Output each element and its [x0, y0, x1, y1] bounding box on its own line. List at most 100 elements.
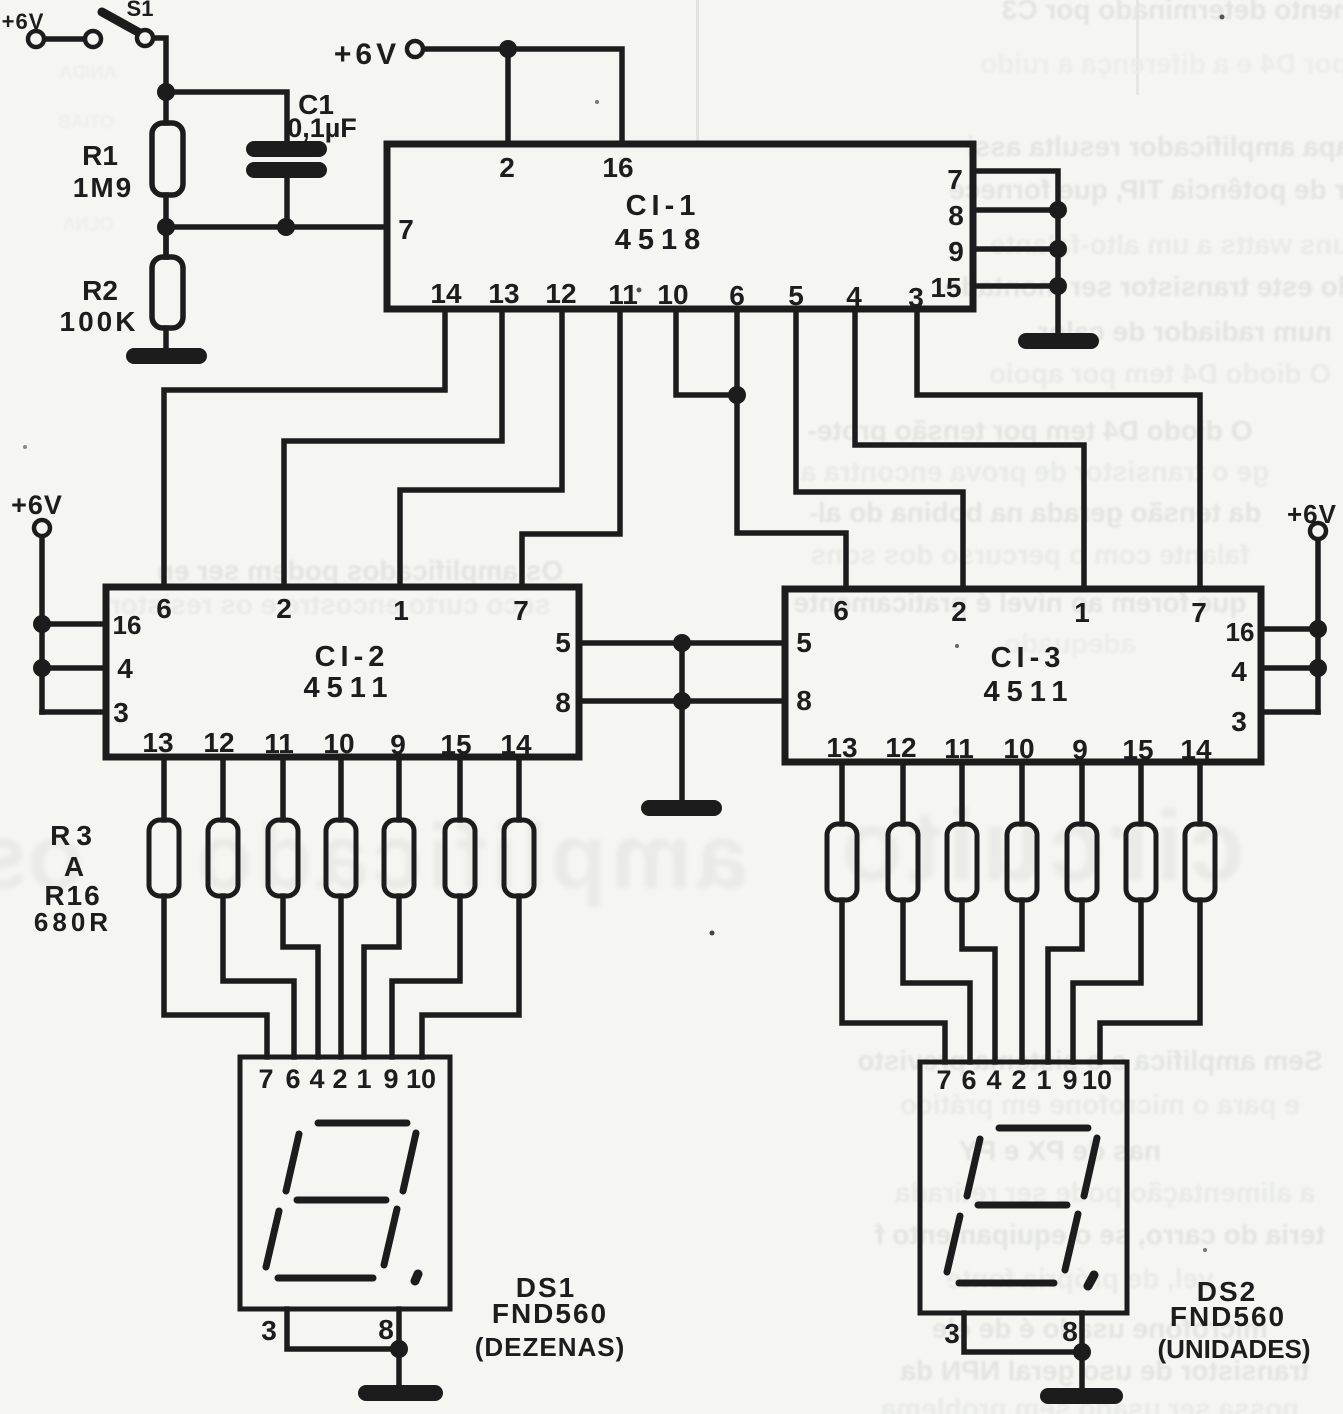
svg-text:15: 15 — [1122, 734, 1153, 765]
svg-text:alguns watts a um alto-fal: alguns watts a um alto-falante — [990, 229, 1343, 260]
svg-text:+6V: +6V — [11, 490, 63, 520]
svg-text:microfone usado é de ele: microfone usado é de ele — [932, 1313, 1268, 1344]
svg-text:R16: R16 — [44, 880, 101, 911]
svg-text:transistor de uso geral NP: transistor de uso geral NPN da — [900, 1355, 1310, 1386]
svg-text:vel, de própria fonte: vel, de própria fonte — [946, 1263, 1214, 1294]
svg-text:8: 8 — [948, 200, 964, 231]
svg-text:5: 5 — [788, 280, 804, 311]
svg-text:2: 2 — [1011, 1065, 1026, 1095]
svg-text:3: 3 — [944, 1318, 960, 1349]
svg-text:R3: R3 — [50, 820, 98, 851]
svg-text:6: 6 — [833, 595, 849, 626]
svg-text:+6V: +6V — [2, 9, 45, 34]
svg-text:1: 1 — [1074, 597, 1090, 628]
svg-text:7: 7 — [936, 1065, 951, 1095]
svg-text:12: 12 — [203, 727, 234, 758]
svg-text:ANIDA: ANIDA — [60, 62, 117, 82]
svg-text:adequado: adequado — [1004, 628, 1136, 659]
svg-text:os: os — [0, 806, 84, 908]
svg-text:9: 9 — [1072, 734, 1088, 765]
svg-text:7: 7 — [398, 214, 414, 245]
svg-text:2: 2 — [332, 1064, 347, 1094]
svg-text:3: 3 — [908, 282, 924, 313]
svg-text:10: 10 — [1082, 1065, 1112, 1095]
svg-text:4: 4 — [117, 653, 133, 684]
svg-text:2: 2 — [951, 596, 967, 627]
svg-text:11: 11 — [608, 279, 638, 310]
svg-text:8: 8 — [1062, 1316, 1078, 1347]
svg-text:R2: R2 — [82, 275, 118, 306]
svg-text:9: 9 — [948, 236, 964, 267]
svg-text:7: 7 — [1191, 597, 1207, 628]
svg-text:4511: 4511 — [984, 676, 1075, 708]
svg-text:FND560: FND560 — [1170, 1301, 1286, 1332]
svg-text:2: 2 — [499, 152, 515, 183]
svg-text:10: 10 — [406, 1064, 436, 1094]
svg-text:CI-3: CI-3 — [991, 642, 1066, 674]
svg-text:16: 16 — [1226, 617, 1255, 647]
svg-text:seco curto encostre e os: seco curto encostre e os resistor — [110, 589, 551, 620]
svg-text:16: 16 — [602, 152, 633, 183]
svg-text:11: 11 — [264, 728, 294, 759]
svg-text:CI-1: CI-1 — [626, 190, 701, 222]
svg-text:+6V: +6V — [334, 38, 400, 71]
svg-text:(DEZENAS): (DEZENAS) — [475, 1332, 626, 1362]
svg-text:FND560: FND560 — [492, 1298, 608, 1329]
svg-text:9: 9 — [383, 1064, 398, 1094]
svg-text:5: 5 — [796, 627, 812, 658]
svg-text:15: 15 — [930, 272, 961, 303]
svg-text:10: 10 — [657, 279, 688, 310]
svg-text:OTIAB: OTIAB — [58, 112, 114, 132]
svg-text:1: 1 — [356, 1064, 371, 1094]
svg-text:mento determinado por C3: mento determinado por C3 — [1002, 0, 1343, 25]
svg-text:1: 1 — [1036, 1065, 1051, 1095]
svg-text:14: 14 — [430, 278, 462, 309]
svg-text:3: 3 — [1231, 706, 1247, 737]
svg-text:10: 10 — [323, 728, 354, 759]
svg-text:13: 13 — [826, 732, 857, 763]
svg-text:10: 10 — [1003, 733, 1034, 764]
svg-text:0,1µF: 0,1µF — [287, 113, 357, 143]
svg-text:7: 7 — [258, 1064, 273, 1094]
svg-text:C1: C1 — [298, 89, 334, 120]
svg-text:6: 6 — [285, 1064, 300, 1094]
svg-text:R1: R1 — [82, 140, 118, 171]
svg-text:11: 11 — [944, 733, 974, 764]
svg-text:4518: 4518 — [615, 224, 708, 256]
svg-text:13: 13 — [142, 727, 173, 758]
svg-text:3: 3 — [261, 1315, 277, 1346]
svg-text:1M9: 1M9 — [73, 172, 133, 203]
svg-text:4: 4 — [986, 1065, 1001, 1095]
svg-text:falante com o percurso dos: falante com o percurso dos sons — [811, 539, 1250, 570]
svg-text:680R: 680R — [34, 907, 112, 937]
svg-text:A: A — [64, 851, 84, 882]
svg-text:da tensão gerada na bobina: da tensão gerada na bobina do al- — [809, 497, 1262, 528]
svg-text:DS1: DS1 — [516, 1272, 576, 1303]
svg-text:4: 4 — [309, 1064, 324, 1094]
svg-text:12: 12 — [885, 732, 916, 763]
svg-text:5: 5 — [555, 627, 571, 658]
svg-text:12: 12 — [545, 278, 576, 309]
svg-text:6: 6 — [729, 280, 745, 311]
svg-text:2: 2 — [276, 593, 292, 624]
svg-text:16: 16 — [113, 610, 142, 640]
svg-text:sistor de potência TIP, qu: sistor de potência TIP, que fornece — [949, 174, 1343, 205]
svg-text:8: 8 — [378, 1314, 394, 1345]
svg-text:DS2: DS2 — [1197, 1276, 1257, 1307]
svg-text:14: 14 — [1180, 734, 1212, 765]
svg-text:6: 6 — [961, 1065, 976, 1095]
svg-text:100K: 100K — [60, 306, 139, 337]
svg-text:a alimentação pode ser ret: a alimentação pode ser retirada — [894, 1177, 1315, 1208]
svg-text:9: 9 — [1062, 1065, 1077, 1095]
svg-text:(UNIDADES): (UNIDADES) — [1157, 1334, 1310, 1364]
svg-text:4511: 4511 — [304, 672, 395, 704]
svg-text:OLNA: OLNA — [63, 214, 114, 234]
svg-text:8: 8 — [555, 687, 571, 718]
svg-text:S1: S1 — [127, 0, 154, 21]
svg-text:O diodo D4 tem por tensão: O diodo D4 tem por tensão prote- — [808, 415, 1253, 446]
svg-text:3: 3 — [113, 697, 129, 728]
svg-text:teria do carro, se o equi: teria do carro, se o equipamento f — [874, 1219, 1324, 1250]
svg-text:4: 4 — [846, 281, 862, 312]
svg-text:7: 7 — [513, 595, 529, 626]
svg-text:Os amplificados podem ser: Os amplificados podem ser en — [157, 555, 563, 586]
